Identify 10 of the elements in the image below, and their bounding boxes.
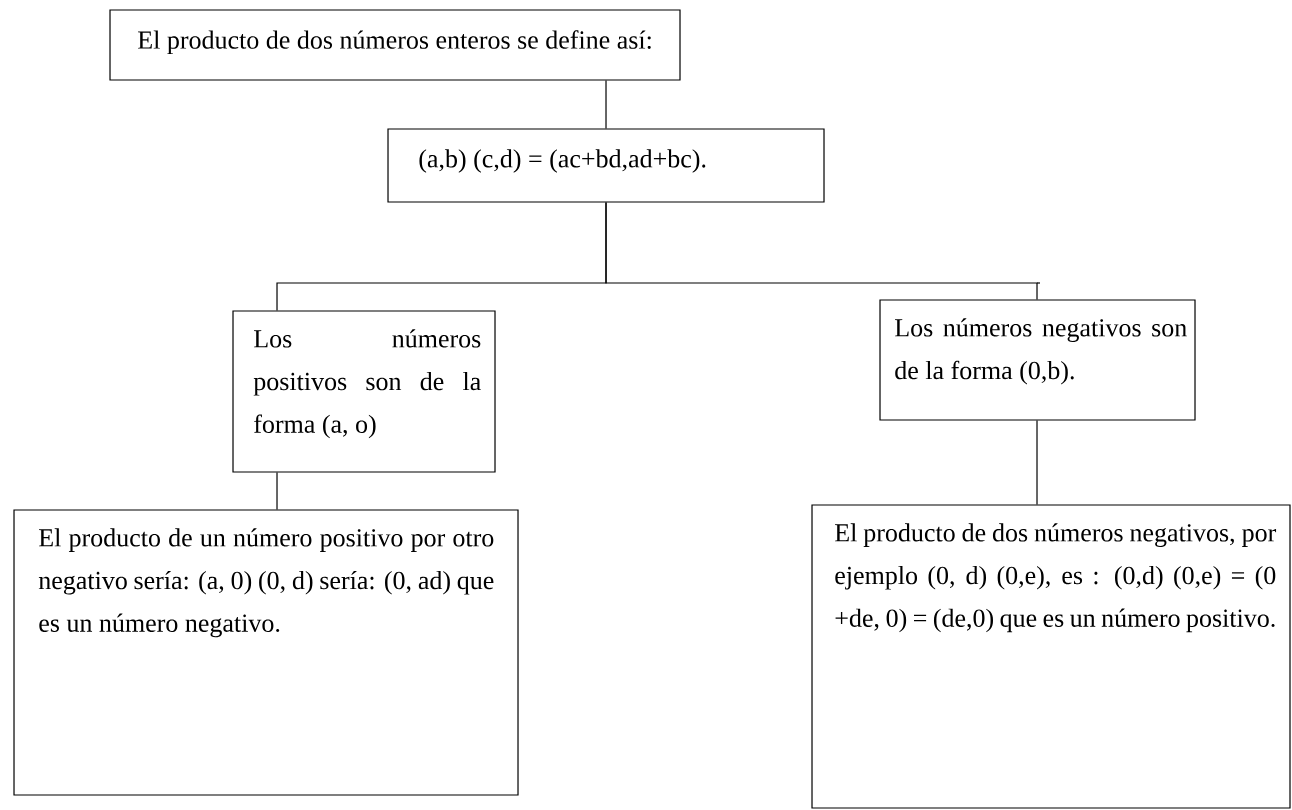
text-box: El producto de un número positivo por otro negativo sería: (a, 0) (0, d) sería: (0, ad) que es un número negativo. (13, 509, 519, 796)
connector-line (605, 202, 1038, 300)
connector-line (276, 472, 278, 510)
text-box: Los números positivos son de la forma (a, o) (232, 310, 496, 473)
text-box: Los números negativos son de la forma (0,b). (879, 299, 1196, 421)
connector-line (1036, 420, 1038, 505)
text-box: (a,b) (c,d) = (ac+bd,ad+bc). (387, 128, 825, 203)
connector-line (605, 80, 607, 129)
text-box: El producto de dos números enteros se define así: (109, 9, 681, 81)
text-box: El producto de dos números negativos, por ejemplo (0, d) (0,e), es : (0,d) (0,e) = (0 +de, 0) = (de,0) que es un número positivo. (811, 504, 1291, 809)
